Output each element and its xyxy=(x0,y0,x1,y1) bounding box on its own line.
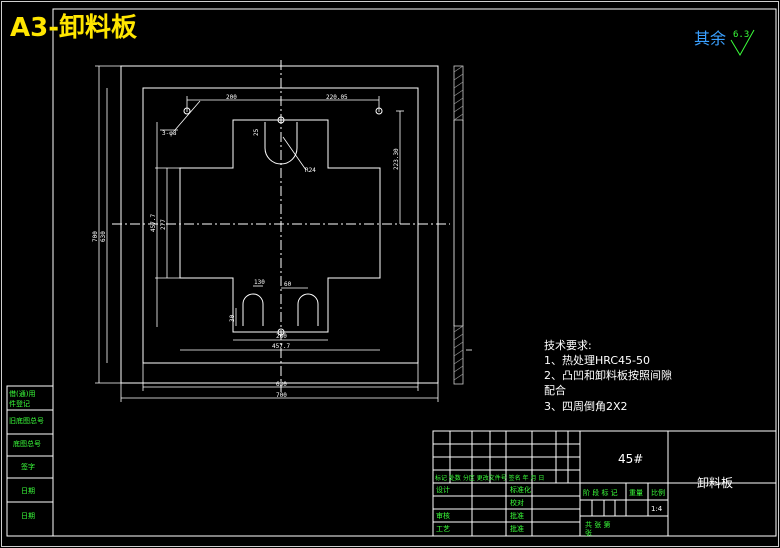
part-name: 卸料板 xyxy=(697,475,733,490)
cavity-outline xyxy=(179,119,381,333)
inner-border xyxy=(52,8,777,537)
label-sheets: 共 张 第 xyxy=(585,520,610,529)
dim-bottom-b: 457.7 xyxy=(272,343,290,350)
strip-cell-5: 签字 xyxy=(21,462,35,471)
dimension-texts: 3-φ8 200 220.05 223.30 R24 25 457.7 277 … xyxy=(92,94,400,399)
label-design: 设计 xyxy=(436,485,450,494)
title-block-texts: 45# 卸料板 标记 处数 分区 更改文件号 签名 年 月 日 设计 标准化 校… xyxy=(435,452,733,537)
dim-top-left: 200 xyxy=(226,94,237,101)
tech-item-4: 3、四周倒角2X2 xyxy=(544,400,628,413)
tech-requirements: 技术要求: 1、热处理HRC45-50 2、凸凹和卸料板按照间隙 配合 3、四周… xyxy=(544,339,672,413)
dim-left-b: 277 xyxy=(160,219,167,230)
dim-right-v: 223.30 xyxy=(393,148,400,170)
dimension-lines xyxy=(95,65,472,402)
sheet-title: A3-卸料板 xyxy=(10,12,137,43)
material: 45# xyxy=(618,452,643,466)
strip-cell-3: 旧底图总号 xyxy=(9,416,44,425)
dim-overall-a: 630 xyxy=(276,381,287,388)
pin-hole-3 xyxy=(277,328,285,336)
dim-overall-b: 700 xyxy=(276,392,287,399)
tech-item-3: 配合 xyxy=(544,383,566,397)
side-view-hatch xyxy=(453,65,464,381)
dim-top-right: 220.05 xyxy=(326,94,348,101)
title-header-row: 标记 处数 分区 更改文件号 签名 年 月 日 xyxy=(435,474,544,482)
roughness-value: 6.3 xyxy=(733,30,749,40)
label-sheet-no: 张 xyxy=(585,528,592,537)
plate-view xyxy=(112,60,450,392)
label-proofread: 校对 xyxy=(510,498,524,507)
label-standard: 标准化 xyxy=(510,485,531,494)
dim-slot-a: 130 xyxy=(254,279,265,286)
strip-cell-6: 日期 xyxy=(21,487,35,495)
roughness-symbol-icon xyxy=(730,29,755,56)
dim-hole-note: 3-φ8 xyxy=(162,130,177,137)
bottom-slot-right xyxy=(297,293,319,326)
label-approve: 批准 xyxy=(510,524,524,533)
tech-item-1: 1、热处理HRC45-50 xyxy=(544,354,650,367)
left-strip: 借(通)用 件登记 旧底图总号 底图总号 签字 日期 日期 xyxy=(6,385,54,537)
bottom-slot-left xyxy=(242,293,264,326)
strip-cell-4: 底图总号 xyxy=(13,439,41,448)
roughness-label: 其余 xyxy=(694,29,726,48)
top-slot xyxy=(264,122,298,165)
dim-outer-h2: 630 xyxy=(100,231,107,242)
pin-hole-2 xyxy=(277,116,285,124)
strip-cell-7: 日期 xyxy=(21,512,35,520)
title-block xyxy=(432,430,777,537)
dim-slot-b: 60 xyxy=(284,281,292,288)
label-review: 审核 xyxy=(436,511,450,520)
scale-value: 1:4 xyxy=(651,505,663,513)
tech-title: 技术要求: xyxy=(544,339,592,352)
dim-radius: R24 xyxy=(305,167,316,174)
label-weight: 重量 xyxy=(629,489,643,497)
label-scale: 比例 xyxy=(651,488,665,497)
label-approve-2: 批准 xyxy=(510,511,524,520)
strip-cell-1: 借(通)用 xyxy=(9,389,35,398)
tech-item-2: 2、凸凹和卸料板按照间隙 xyxy=(544,368,672,382)
dim-bottom-a: 260 xyxy=(276,333,287,340)
dim-slot-h: 30 xyxy=(229,314,236,322)
dim-outer-h1: 700 xyxy=(92,231,99,242)
label-stage: 阶 段 标 记 xyxy=(583,488,618,497)
label-process: 工艺 xyxy=(436,525,450,533)
dim-left-a: 457.7 xyxy=(150,214,157,232)
strip-cell-2: 件登记 xyxy=(9,399,30,408)
dim-top-small: 25 xyxy=(253,128,260,136)
